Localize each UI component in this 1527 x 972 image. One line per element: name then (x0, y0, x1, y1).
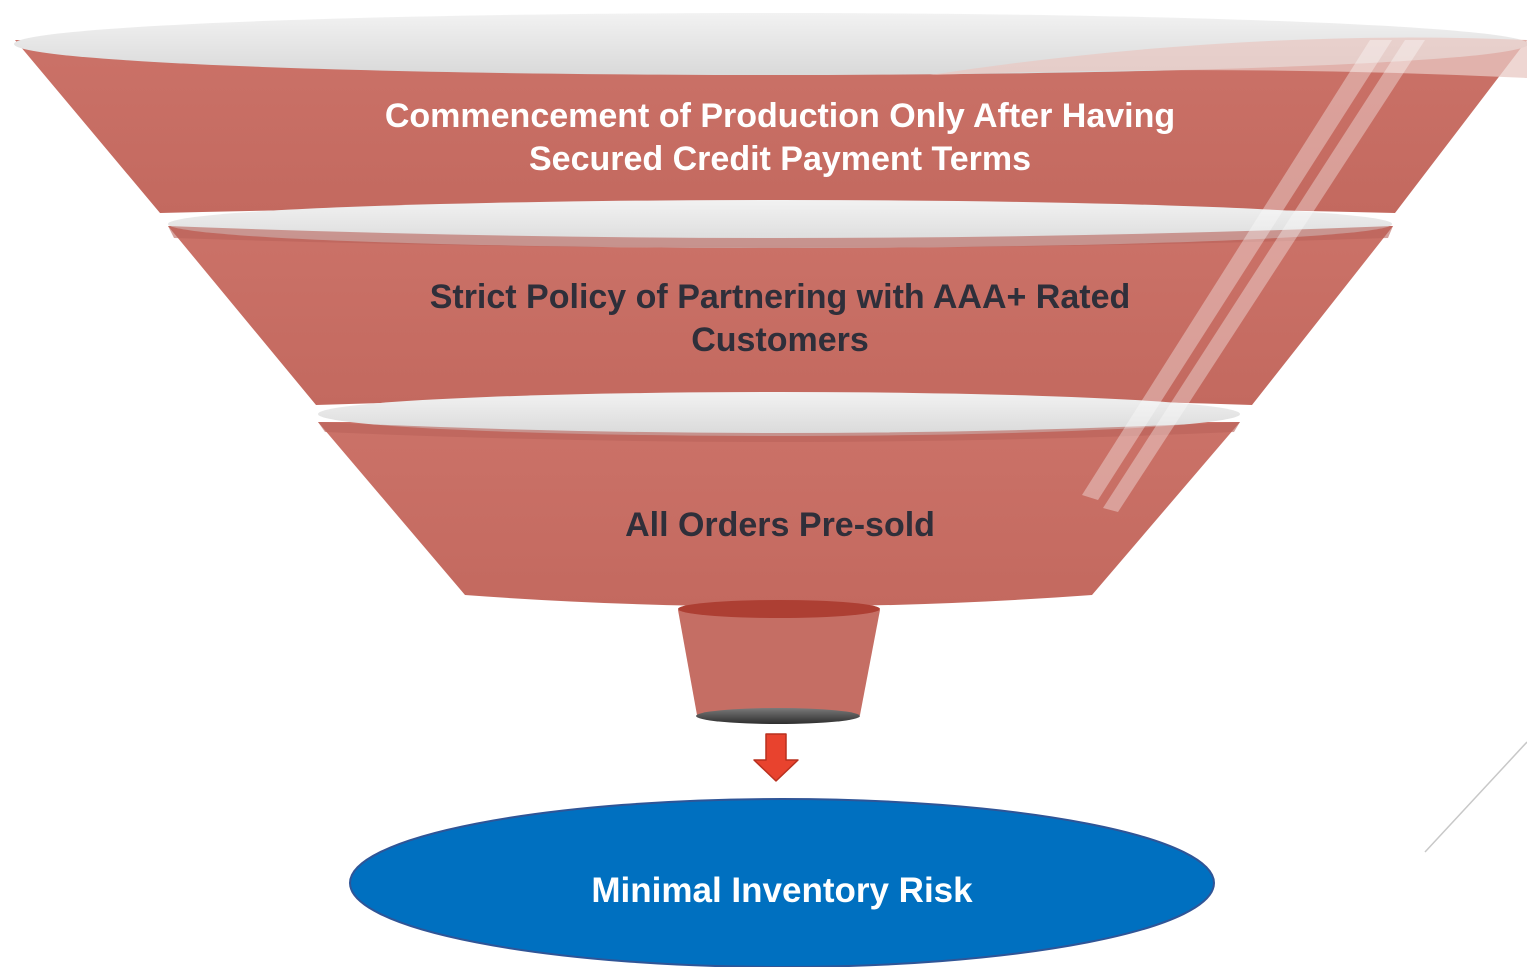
funnel-tier-3-rim (318, 392, 1240, 436)
funnel-neck-top (678, 600, 880, 618)
tier-2-label: Strict Policy of Partnering with AAA+ Ra… (330, 276, 1230, 361)
tier-3-label: All Orders Pre-sold (480, 504, 1080, 547)
result-text: Minimal Inventory Risk (591, 871, 973, 910)
tier-1-label: Commencement of Production Only After Ha… (230, 95, 1330, 180)
decorative-corner-line (1424, 741, 1527, 853)
funnel-tier-1 (14, 13, 1527, 213)
funnel-tier-1-gloss (930, 37, 1527, 78)
tier-3-label-line-1: All Orders Pre-sold (625, 506, 935, 544)
result-label: Minimal Inventory Risk (482, 873, 1082, 908)
funnel-highlight (1082, 40, 1425, 512)
down-arrow-icon (753, 733, 799, 782)
tier-1-label-line-2: Secured Credit Payment Terms (529, 139, 1031, 178)
funnel-tier-1-body (15, 40, 1527, 213)
funnel-tier-2 (168, 200, 1393, 405)
funnel-tier-2-body (168, 226, 1393, 405)
funnel-tier-3 (318, 392, 1240, 607)
tier-1-label-line-1: Commencement of Production Only After Ha… (384, 97, 1176, 135)
funnel-outlet (696, 708, 860, 724)
funnel-neck-body (678, 610, 880, 715)
funnel-tier-3-body (318, 422, 1240, 607)
funnel-neck (678, 600, 880, 724)
tier-2-label-line-1: Strict Policy of Partnering with AAA+ Ra… (429, 278, 1131, 316)
tier-2-label-line-2: Customers (691, 320, 869, 359)
